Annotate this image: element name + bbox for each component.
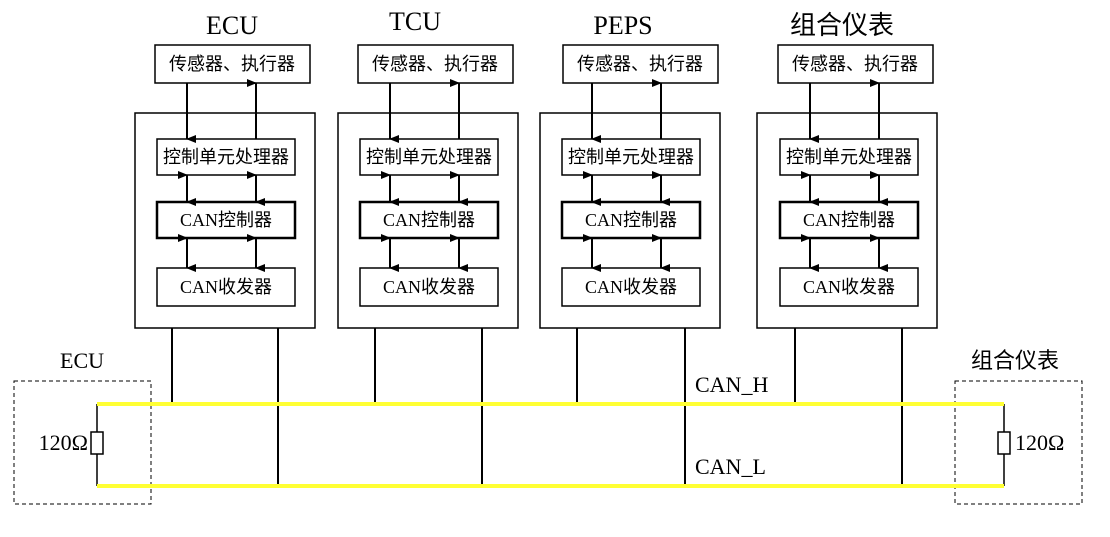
resistor-value: 120Ω	[1015, 430, 1064, 455]
sensor-actuator-box	[154, 44, 311, 84]
terminator-right: 组合仪表 120Ω	[954, 348, 1083, 505]
sensor-actuator-box	[777, 44, 934, 84]
mcu-box	[779, 138, 919, 176]
can-transceiver-label: CAN收发器	[383, 277, 475, 297]
sensor-actuator-box	[562, 44, 719, 84]
node-frame	[756, 112, 938, 329]
can-l-label: CAN_L	[695, 454, 766, 479]
can-controller-box	[778, 200, 920, 240]
node-ecu: ECU 传感器、执行器 控制单元处理器 CAN控制器 CAN收发器	[134, 11, 316, 486]
node-title: 组合仪表	[790, 11, 894, 40]
node-title: ECU	[206, 11, 258, 40]
node-tcu: TCU 传感器、执行器 控制单元处理器 CAN控制器 CAN收发器	[337, 7, 519, 486]
node-peps: PEPS 传感器、执行器 控制单元处理器 CAN控制器 CAN收发器	[539, 11, 721, 486]
node-frame	[539, 112, 721, 329]
can-transceiver-box	[359, 267, 499, 307]
mcu-box	[156, 138, 296, 176]
sensor-actuator-box	[357, 44, 514, 84]
terminator-dashed-frame	[954, 380, 1083, 505]
terminator-dashed-frame	[13, 380, 152, 505]
can-transceiver-label: CAN收发器	[585, 277, 677, 297]
mcu-label: 控制单元处理器	[163, 147, 289, 167]
can-h-label: CAN_H	[695, 372, 768, 397]
can-transceiver-box	[779, 267, 919, 307]
can-controller-label: CAN控制器	[383, 210, 475, 230]
can-transceiver-label: CAN收发器	[180, 277, 272, 297]
resistor-icon	[997, 431, 1011, 455]
node-instrument-cluster: 组合仪表 传感器、执行器 控制单元处理器 CAN控制器 CAN收发器	[756, 11, 938, 486]
can-controller-label: CAN控制器	[180, 210, 272, 230]
sensor-actuator-label: 传感器、执行器	[792, 54, 918, 74]
mcu-box	[359, 138, 499, 176]
can-controller-label: CAN控制器	[803, 210, 895, 230]
can-controller-box	[358, 200, 500, 240]
sensor-actuator-label: 传感器、执行器	[372, 54, 498, 74]
can-transceiver-box	[156, 267, 296, 307]
node-title: TCU	[389, 7, 441, 36]
node-frame	[337, 112, 519, 329]
can-transceiver-label: CAN收发器	[803, 277, 895, 297]
node-title: PEPS	[593, 11, 652, 40]
can-controller-box	[560, 200, 702, 240]
terminator-node-label: 组合仪表	[971, 348, 1059, 373]
sensor-actuator-label: 传感器、执行器	[169, 54, 295, 74]
resistor-value: 120Ω	[39, 430, 88, 455]
node-frame	[134, 112, 316, 329]
sensor-actuator-label: 传感器、执行器	[577, 54, 703, 74]
terminator-node-label: ECU	[60, 348, 104, 373]
mcu-label: 控制单元处理器	[366, 147, 492, 167]
mcu-box	[561, 138, 701, 176]
can-controller-box	[155, 200, 297, 240]
can-controller-label: CAN控制器	[585, 210, 677, 230]
resistor-icon	[90, 431, 104, 455]
can-transceiver-box	[561, 267, 701, 307]
mcu-label: 控制单元处理器	[568, 147, 694, 167]
terminator-left: ECU 120Ω	[13, 348, 152, 505]
mcu-label: 控制单元处理器	[786, 147, 912, 167]
